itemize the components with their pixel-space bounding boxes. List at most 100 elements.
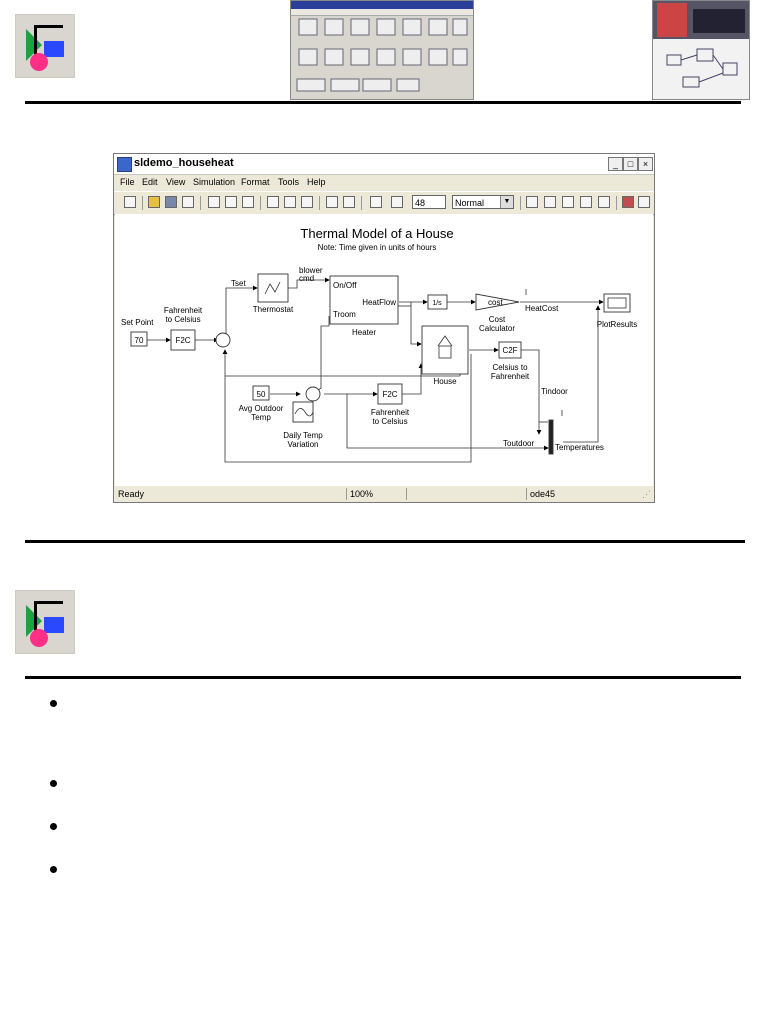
copy-icon[interactable] — [225, 196, 237, 208]
avg-outdoor-label-1: Avg Outdoor — [239, 404, 284, 413]
set-point-block[interactable] — [130, 331, 148, 347]
f2c-block-1-text: F2C — [175, 336, 190, 345]
set-point-value: 70 — [135, 336, 144, 345]
undo-icon[interactable] — [326, 196, 338, 208]
menu-tools[interactable]: Tools — [278, 177, 300, 187]
daily-temp-label-2: Variation — [288, 440, 319, 449]
model-title: Thermal Model of a House — [300, 226, 453, 241]
toutdoor-label: Toutdoor — [503, 439, 534, 448]
mux-block[interactable] — [548, 419, 554, 455]
house-label: House — [433, 377, 457, 386]
menu-format[interactable]: Format — [241, 177, 270, 187]
menu-bar: File Edit View Simulation Format Tools H… — [114, 175, 654, 191]
model-explorer-icon[interactable] — [562, 196, 574, 208]
toggle-model-browser-icon[interactable] — [622, 196, 634, 208]
minimize-button[interactable]: _ — [608, 157, 623, 171]
debugger-icon[interactable] — [580, 196, 592, 208]
library-browser-icon[interactable] — [598, 196, 610, 208]
simulink-model-icon — [117, 157, 132, 172]
scope-block[interactable] — [603, 293, 631, 313]
heater-block[interactable] — [329, 275, 399, 325]
menu-view[interactable]: View — [166, 177, 186, 187]
model-canvas[interactable]: Thermal Model of a House Note: Time give… — [115, 214, 653, 486]
avg-outdoor-value: 50 — [257, 390, 266, 399]
stop-time-input[interactable]: 48 — [412, 195, 446, 209]
bullet-2 — [50, 780, 57, 787]
app-logo-icon — [15, 590, 75, 654]
chevron-down-icon[interactable]: ▼ — [500, 196, 513, 208]
middle-divider — [25, 540, 745, 543]
back-arrow-icon[interactable] — [267, 196, 279, 208]
sum-block-1[interactable] — [215, 332, 231, 348]
c2f-block-text: C2F — [502, 346, 517, 355]
menu-edit[interactable]: Edit — [142, 177, 158, 187]
start-simulation-icon[interactable] — [370, 196, 382, 208]
cut-icon[interactable] — [208, 196, 220, 208]
avg-outdoor-temp-block[interactable] — [252, 385, 270, 401]
stop-simulation-icon[interactable] — [391, 196, 403, 208]
toolbar: 48 Normal ▼ — [114, 191, 654, 215]
menu-file[interactable]: File — [120, 177, 135, 187]
properties-icon[interactable] — [638, 196, 650, 208]
cost-calculator-label-1: Cost — [489, 315, 506, 324]
open-folder-icon[interactable] — [148, 196, 160, 208]
blower-cmd-label-2: cmd — [299, 274, 314, 283]
window-titlebar: sldemo_househeat _ □ × — [114, 154, 654, 175]
resize-grip-icon[interactable]: ⋰ — [642, 489, 651, 499]
redo-icon[interactable] — [343, 196, 355, 208]
set-point-label: Set Point — [121, 318, 154, 327]
status-solver: ode45 — [530, 489, 556, 499]
simulation-mode-select[interactable]: Normal ▼ — [452, 195, 514, 209]
temperatures-label: Temperatures — [555, 443, 604, 452]
menu-help[interactable]: Help — [307, 177, 326, 187]
new-model-icon[interactable] — [124, 196, 136, 208]
model-subtitle: Note: Time given in units of hours — [318, 243, 437, 252]
print-icon[interactable] — [182, 196, 194, 208]
video-demo-thumbnail — [652, 0, 750, 100]
status-bar: Ready 100% ode45 ⋰ — [114, 487, 654, 502]
bullet-4 — [50, 866, 57, 873]
avg-outdoor-label-2: Temp — [251, 413, 271, 422]
f2c-block-1[interactable] — [170, 329, 196, 351]
cost-calculator-label-2: Calculator — [479, 324, 515, 333]
menu-simulation[interactable]: Simulation — [193, 177, 236, 187]
daily-temp-label-1: Daily Temp — [283, 431, 323, 440]
c2f-block[interactable] — [498, 341, 522, 359]
save-icon[interactable] — [165, 196, 177, 208]
tset-label: Tset — [231, 279, 246, 288]
c2f-label-2: Fahrenheit — [491, 372, 530, 381]
sum-block-2[interactable] — [305, 386, 321, 402]
plotresults-label: PlotResults — [597, 320, 637, 329]
top-divider — [25, 101, 741, 104]
simulink-window: sldemo_househeat _ □ × File Edit View Si… — [113, 153, 655, 503]
heater-troom-port: Troom — [333, 310, 356, 319]
blower-cmd-label-1: blower — [299, 266, 323, 275]
c2f-label-1: Celsius to — [492, 363, 528, 372]
simulation-mode-value: Normal — [455, 198, 485, 208]
paste-icon[interactable] — [242, 196, 254, 208]
house-block[interactable] — [421, 325, 469, 375]
update-diagram-icon[interactable] — [544, 196, 556, 208]
bullet-3 — [50, 823, 57, 830]
f2c-block-2[interactable] — [377, 383, 403, 405]
integrator-block[interactable] — [427, 294, 448, 310]
maximize-button[interactable]: □ — [623, 157, 638, 171]
integrator-text: 1/s — [432, 300, 442, 307]
build-icon[interactable] — [526, 196, 538, 208]
heater-onoff-port: On/Off — [333, 281, 357, 290]
cost-gain-text: cost — [488, 298, 503, 307]
cost-gain-block[interactable] — [475, 293, 520, 311]
close-button[interactable]: × — [638, 157, 653, 171]
forward-arrow-icon[interactable] — [284, 196, 296, 208]
library-browser-thumbnail — [290, 0, 474, 100]
thermostat-block[interactable] — [257, 273, 289, 303]
f2c-label-top-2: to Celsius — [165, 315, 200, 324]
up-arrow-icon[interactable] — [301, 196, 313, 208]
heater-heatflow-port: HeatFlow — [362, 298, 396, 307]
bullet-1 — [50, 700, 57, 707]
f2c-label-top-1: Fahrenheit — [164, 306, 203, 315]
f2c-2-label-1: Fahrenheit — [371, 408, 410, 417]
heatcost-label: HeatCost — [525, 304, 559, 313]
thermostat-label: Thermostat — [253, 305, 294, 314]
window-title: sldemo_househeat — [134, 157, 234, 169]
